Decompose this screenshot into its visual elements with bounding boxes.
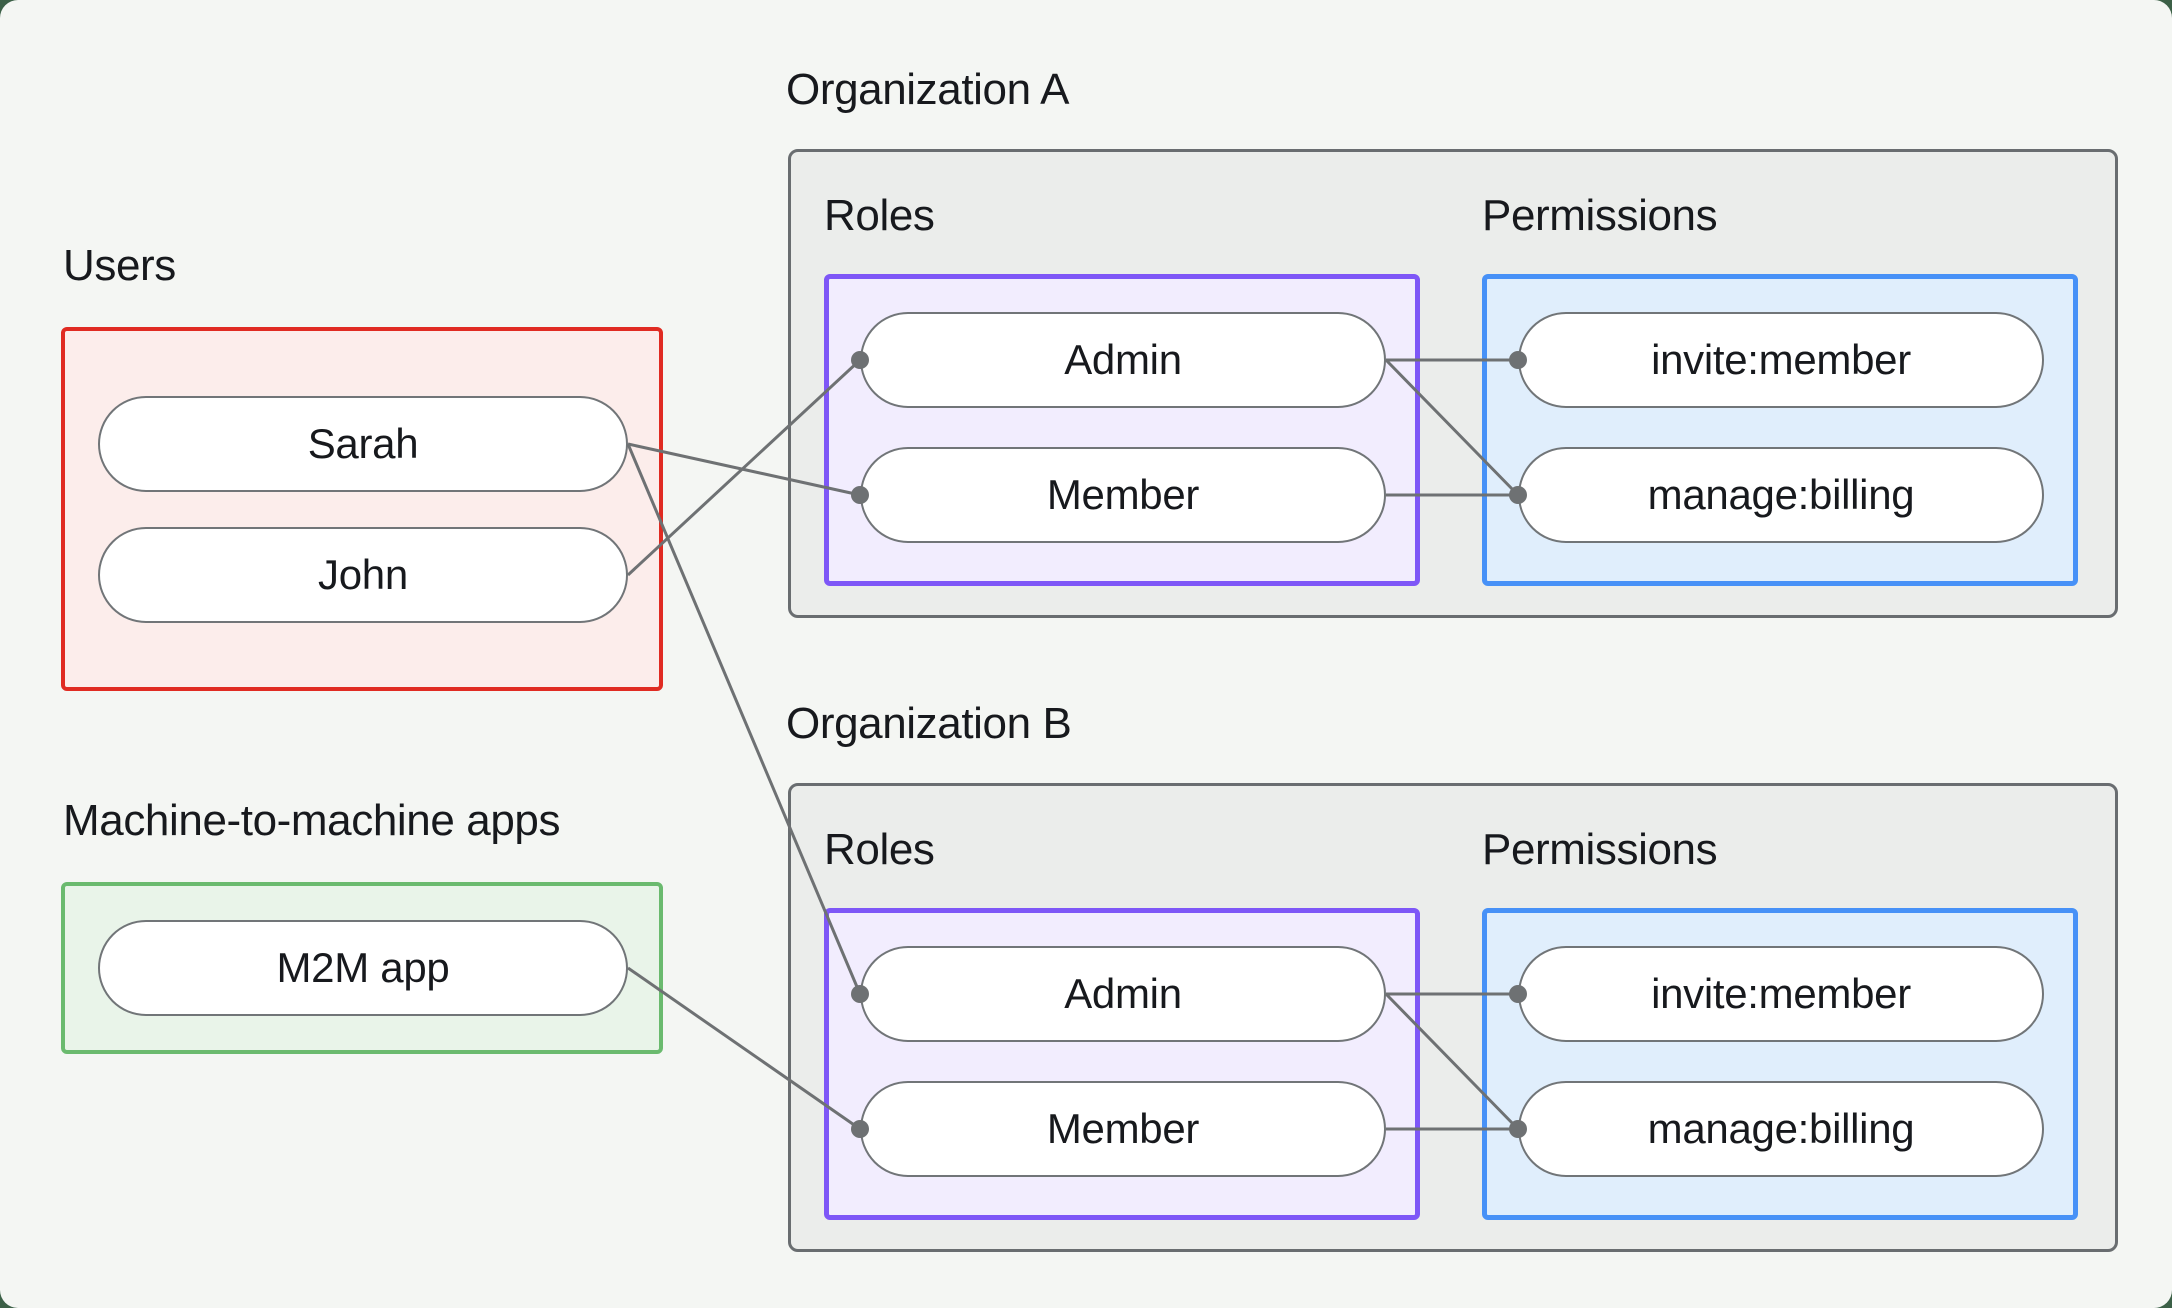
- users-section-label: Users: [63, 241, 176, 290]
- node-org-a-perm-invite-member: invite:member: [1518, 312, 2044, 408]
- org-b-permissions-label: Permissions: [1482, 825, 1718, 874]
- node-org-a-role-admin: Admin: [860, 312, 1386, 408]
- m2m-section-label: Machine-to-machine apps: [63, 796, 561, 845]
- node-user-john: John: [98, 527, 628, 623]
- org-a-roles-label: Roles: [824, 191, 935, 240]
- node-m2m-app: M2M app: [98, 920, 628, 1016]
- node-org-a-perm-manage-billing: manage:billing: [1518, 447, 2044, 543]
- org-b-title: Organization B: [786, 699, 1072, 748]
- node-user-sarah: Sarah: [98, 396, 628, 492]
- node-org-b-role-member: Member: [860, 1081, 1386, 1177]
- org-a-permissions-label: Permissions: [1482, 191, 1718, 240]
- node-org-b-perm-manage-billing: manage:billing: [1518, 1081, 2044, 1177]
- org-a-title: Organization A: [786, 65, 1070, 114]
- node-org-a-role-member: Member: [860, 447, 1386, 543]
- org-b-roles-label: Roles: [824, 825, 935, 874]
- node-org-b-role-admin: Admin: [860, 946, 1386, 1042]
- node-org-b-perm-invite-member: invite:member: [1518, 946, 2044, 1042]
- users-group-box: [61, 327, 663, 691]
